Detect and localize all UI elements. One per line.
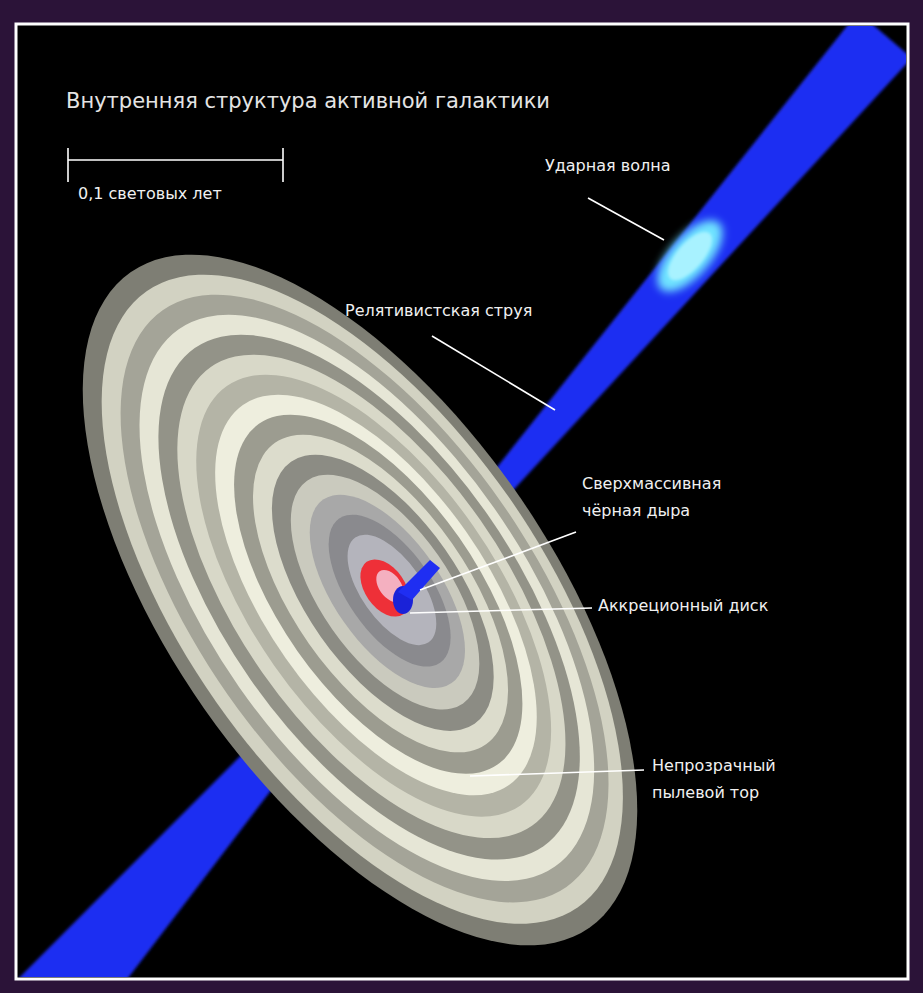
part-label: Сверхмассивная чёрная дыра bbox=[582, 470, 754, 524]
part-label: Аккреционный диск bbox=[598, 592, 768, 619]
leader-line bbox=[432, 336, 555, 410]
scale-tick bbox=[67, 148, 69, 182]
leader-line bbox=[410, 608, 592, 613]
torus-ring bbox=[229, 418, 537, 767]
torus-ring bbox=[127, 316, 620, 875]
torus-ring bbox=[18, 163, 745, 977]
torus-ring bbox=[305, 495, 474, 687]
torus-ring bbox=[254, 444, 516, 741]
torus-ring bbox=[26, 214, 704, 977]
leader-line bbox=[588, 198, 664, 240]
torus-ring bbox=[18, 189, 724, 977]
torus-ring bbox=[280, 469, 496, 714]
leader-line bbox=[420, 532, 576, 590]
shock-wave bbox=[646, 210, 734, 303]
scale-label: 0,1 световых лет bbox=[78, 180, 222, 207]
jet-base bbox=[398, 560, 440, 600]
torus-ring bbox=[102, 291, 641, 902]
scale-tick bbox=[282, 148, 284, 182]
dust-torus bbox=[18, 163, 745, 977]
torus-ring bbox=[51, 240, 683, 956]
torus-ring bbox=[203, 393, 557, 795]
diagram-title: Внутренняя структура активной галактики bbox=[66, 84, 550, 120]
part-label: Непрозрачный пылевой тор bbox=[652, 752, 822, 806]
shock-wave-core bbox=[661, 225, 720, 287]
torus-ring bbox=[153, 342, 600, 849]
leader-line bbox=[470, 770, 644, 776]
part-label: Ударная волна bbox=[545, 152, 670, 179]
torus-ring bbox=[76, 265, 661, 929]
torus-ring bbox=[178, 367, 578, 821]
torus-ring bbox=[330, 520, 453, 660]
part-label: Релятивистская струя bbox=[345, 297, 532, 324]
scale-bar bbox=[68, 159, 283, 161]
